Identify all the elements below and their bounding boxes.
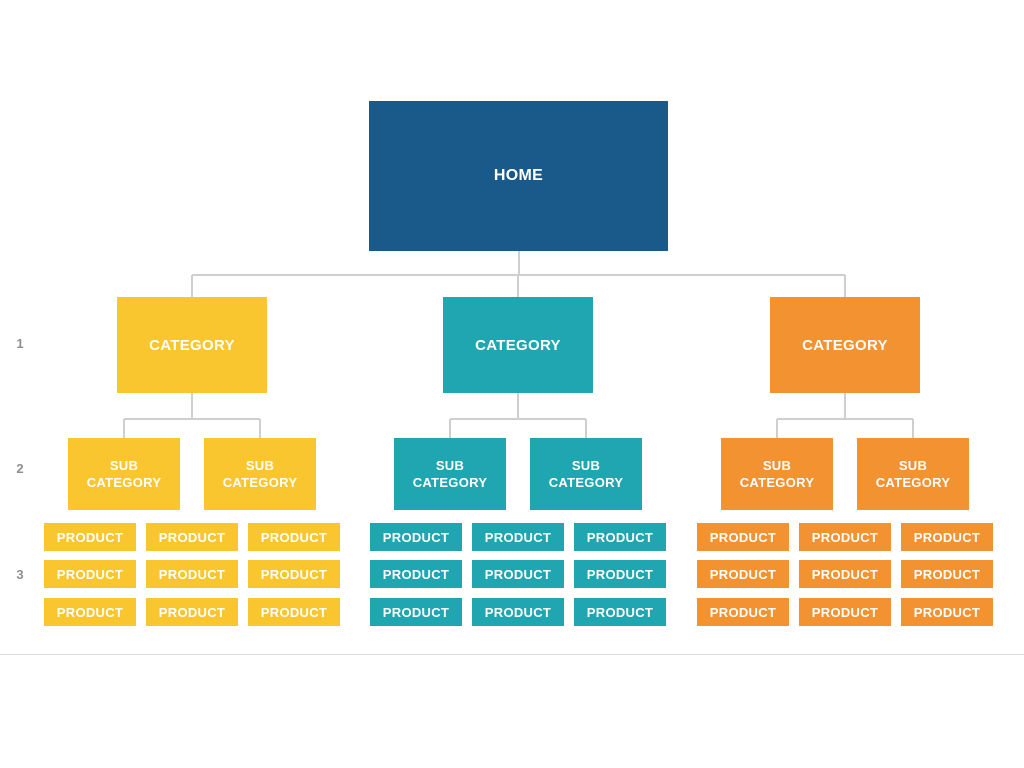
- subcategory-connector: [259, 419, 261, 438]
- product-node: PRODUCT: [146, 523, 238, 551]
- product-node: PRODUCT: [472, 560, 564, 588]
- product-node: PRODUCT: [901, 523, 993, 551]
- baseline-divider: [0, 654, 1024, 655]
- subcategory-connector: [776, 419, 778, 438]
- product-node: PRODUCT: [901, 598, 993, 626]
- subcategory-connector: [585, 419, 587, 438]
- product-node: PRODUCT: [248, 598, 340, 626]
- home-connector: [517, 251, 520, 275]
- product-node: PRODUCT: [370, 523, 462, 551]
- subcategory-stem: [844, 393, 846, 419]
- product-node: PRODUCT: [248, 523, 340, 551]
- category-node: CATEGORY: [443, 297, 593, 393]
- product-node: PRODUCT: [370, 598, 462, 626]
- home-node: HOME: [369, 101, 668, 251]
- subcategory-connector: [123, 419, 125, 438]
- product-node: PRODUCT: [44, 523, 136, 551]
- level-label: 1: [16, 336, 24, 351]
- subcategory-connector: [912, 419, 914, 438]
- product-node: PRODUCT: [697, 523, 789, 551]
- subcategory-connector: [449, 419, 451, 438]
- category-connector: [844, 275, 846, 297]
- product-node: PRODUCT: [146, 560, 238, 588]
- product-node: PRODUCT: [44, 598, 136, 626]
- product-node: PRODUCT: [799, 598, 891, 626]
- category-connector: [191, 275, 193, 297]
- subcategory-node: SUB CATEGORY: [394, 438, 506, 510]
- product-node: PRODUCT: [146, 598, 238, 626]
- product-node: PRODUCT: [799, 523, 891, 551]
- subcategory-node: SUB CATEGORY: [857, 438, 969, 510]
- product-node: PRODUCT: [799, 560, 891, 588]
- product-node: PRODUCT: [472, 523, 564, 551]
- product-node: PRODUCT: [574, 598, 666, 626]
- product-node: PRODUCT: [44, 560, 136, 588]
- product-node: PRODUCT: [901, 560, 993, 588]
- subcategory-node: SUB CATEGORY: [68, 438, 180, 510]
- product-node: PRODUCT: [574, 523, 666, 551]
- product-node: PRODUCT: [697, 560, 789, 588]
- subcategory-bus: [450, 418, 586, 420]
- subcategory-stem: [191, 393, 193, 419]
- product-node: PRODUCT: [697, 598, 789, 626]
- subcategory-stem: [517, 393, 519, 419]
- subcategory-node: SUB CATEGORY: [721, 438, 833, 510]
- product-node: PRODUCT: [370, 560, 462, 588]
- category-connector: [517, 275, 519, 297]
- subcategory-bus: [124, 418, 260, 420]
- category-node: CATEGORY: [770, 297, 920, 393]
- subcategory-bus: [777, 418, 913, 420]
- product-node: PRODUCT: [574, 560, 666, 588]
- product-node: PRODUCT: [248, 560, 340, 588]
- category-node: CATEGORY: [117, 297, 267, 393]
- level-label: 2: [16, 461, 24, 476]
- level-label: 3: [16, 567, 24, 582]
- subcategory-node: SUB CATEGORY: [530, 438, 642, 510]
- subcategory-node: SUB CATEGORY: [204, 438, 316, 510]
- product-node: PRODUCT: [472, 598, 564, 626]
